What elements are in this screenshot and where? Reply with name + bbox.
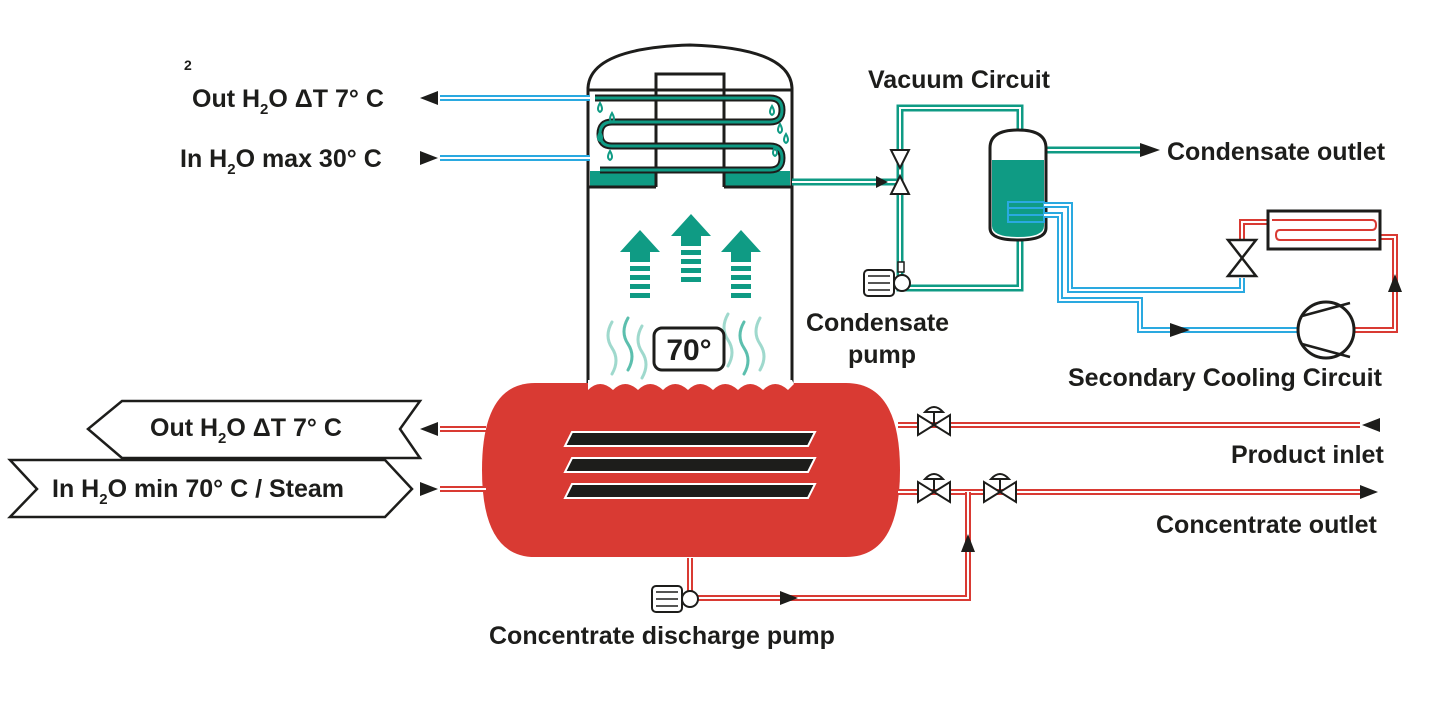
concentrate-outlet-pipe bbox=[687, 485, 1378, 605]
boiler-tank bbox=[482, 380, 900, 557]
secondary-condenser-icon bbox=[1266, 209, 1382, 251]
cooling-water-pipes bbox=[420, 91, 590, 165]
concentrate-valve-1-icon[interactable] bbox=[917, 473, 951, 504]
discharge-pump-icon[interactable] bbox=[651, 585, 699, 613]
heating-water-pipes bbox=[420, 422, 486, 496]
concentrate-valve-2-icon[interactable] bbox=[983, 473, 1017, 504]
arrow-right-icon bbox=[420, 482, 438, 496]
vapor-arrows-icon bbox=[620, 214, 761, 298]
heating-water-out-label: Out H2O ΔT 7° C bbox=[150, 414, 342, 447]
heating-in-sign bbox=[7, 458, 414, 519]
arrow-left-icon bbox=[420, 422, 438, 436]
vacuum-circuit-pipes bbox=[792, 104, 1160, 292]
condensate-pump-icon[interactable] bbox=[863, 261, 911, 297]
heating-out-sign bbox=[86, 399, 423, 460]
arrow-up-icon bbox=[1388, 274, 1402, 292]
cooling-water-in-label: In H2O max 30° C bbox=[180, 145, 382, 178]
arrow-right-icon bbox=[780, 591, 798, 605]
arrow-right-icon bbox=[1170, 323, 1190, 337]
arrow-left-icon bbox=[1362, 418, 1380, 432]
condensate-pump-label-line1: Condensate bbox=[806, 309, 949, 337]
compressor-icon[interactable] bbox=[1296, 300, 1356, 360]
condensate-outlet-label: Condensate outlet bbox=[1167, 138, 1386, 166]
temperature-value: 70° bbox=[666, 334, 711, 367]
arrow-right-icon bbox=[1360, 485, 1378, 499]
secondary-cooling-label: Secondary Cooling Circuit bbox=[1068, 364, 1383, 392]
condensate-receiver-tank bbox=[988, 128, 1048, 242]
heating-water-in-label: In H2O min 70° C / Steam bbox=[52, 475, 344, 508]
product-inlet-valve-icon[interactable] bbox=[917, 406, 951, 437]
product-inlet-label: Product inlet bbox=[1231, 441, 1384, 469]
cooling-water-out-label: Out H2O ΔT 7° C bbox=[192, 85, 384, 118]
condensate-pump-label-line2: pump bbox=[848, 341, 916, 369]
arrow-right-icon bbox=[420, 151, 438, 165]
droplet-icons bbox=[597, 100, 789, 162]
steam-icon bbox=[606, 312, 766, 380]
arrow-up-icon bbox=[961, 534, 975, 552]
heating-element-icons bbox=[563, 431, 817, 499]
condenser-tray-left bbox=[590, 171, 656, 187]
vacuum-valve-icon[interactable] bbox=[889, 149, 911, 195]
secondary-cooling-pipes bbox=[1044, 202, 1402, 337]
arrow-right-icon bbox=[1140, 143, 1160, 157]
expansion-valve-icon[interactable] bbox=[1225, 238, 1259, 278]
condenser-tray-right bbox=[724, 171, 790, 187]
arrow-left-icon bbox=[420, 91, 438, 105]
vacuum-circuit-label: Vacuum Circuit bbox=[868, 66, 1051, 94]
temperature-badge: 70° bbox=[652, 326, 726, 372]
footnote-marker: 2 bbox=[184, 57, 192, 73]
product-inlet-pipe bbox=[898, 418, 1380, 432]
discharge-pump-label: Concentrate discharge pump bbox=[489, 622, 835, 650]
concentrate-outlet-label: Concentrate outlet bbox=[1156, 511, 1378, 539]
